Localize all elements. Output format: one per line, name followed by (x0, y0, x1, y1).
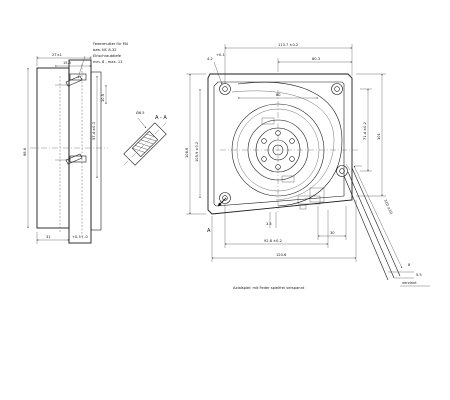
note-line-1: Federmutter für M4 (93, 42, 129, 46)
dim-108-6: 108.6 (185, 147, 189, 158)
side-view: 27±1 15.5 66.6 31 +0.5 / -0 57.4 ±0.3 10… (23, 53, 108, 244)
dim-3-5: 3.5 (266, 222, 272, 226)
dim-105-9: 105.9 ±0.2 (195, 142, 199, 162)
dim-6-5: Ø6.5 (136, 110, 145, 115)
dim-80: 80 (276, 93, 281, 97)
dim-10-5: 10.5 (101, 94, 105, 102)
dim-66-6: 66.6 (23, 147, 27, 156)
wire-note: verzinnt (402, 281, 417, 285)
dim-15-5: 15.5 (63, 61, 71, 65)
dim-31: 31 (46, 235, 51, 239)
dim-8: 8 (408, 263, 411, 267)
note-line-3: Einschraubtiefe (93, 54, 122, 58)
dim-101: 101 (377, 133, 381, 140)
axial-play-note: Axialspiel: mit Feder spielfrei verspann… (233, 286, 305, 290)
front-view: A (207, 73, 360, 234)
dim-4-2-tol: +0.1 (216, 53, 225, 57)
dim-4-2: 4.2 (207, 57, 213, 61)
note-line-4: min. 8 , max. 11 (93, 60, 122, 64)
dim-57-4: 57.4 ±0.3 (92, 122, 96, 140)
note-line-2: bzw. NC 8-32 (93, 48, 117, 52)
dim-27: 27±1 (52, 53, 62, 57)
dim-31-tol: +0.5 / -0 (72, 235, 89, 239)
dim-120-6: 120.6 (276, 253, 287, 257)
dim-92-8: 92.8 ±0.2 (264, 239, 282, 243)
cable: 310 ±10 8 5.5 verzinnt (343, 163, 430, 287)
dim-5-5: 5.5 (416, 273, 422, 277)
dim-80-3: 80.3 (312, 57, 320, 61)
mounting-holes (219, 83, 348, 204)
front-dimensions: 4.2 +0.1 113.7 ±0.2 80.3 80 71.4 ±0.2 10… (185, 43, 386, 262)
dim-310: 310 ±10 (383, 199, 393, 216)
dim-30: 30 (330, 231, 335, 235)
section-a-a-detail: A - A Ø6.5 (123, 110, 167, 166)
section-label: A - A (155, 115, 167, 121)
section-marker-bottom: A (207, 228, 211, 234)
dim-113-7: 113.7 ±0.2 (278, 43, 298, 47)
spring-nut-note: Federmutter für M4 bzw. NC 8-32 Einschra… (77, 42, 129, 79)
dim-71-4: 71.4 ±0.2 (363, 122, 367, 140)
